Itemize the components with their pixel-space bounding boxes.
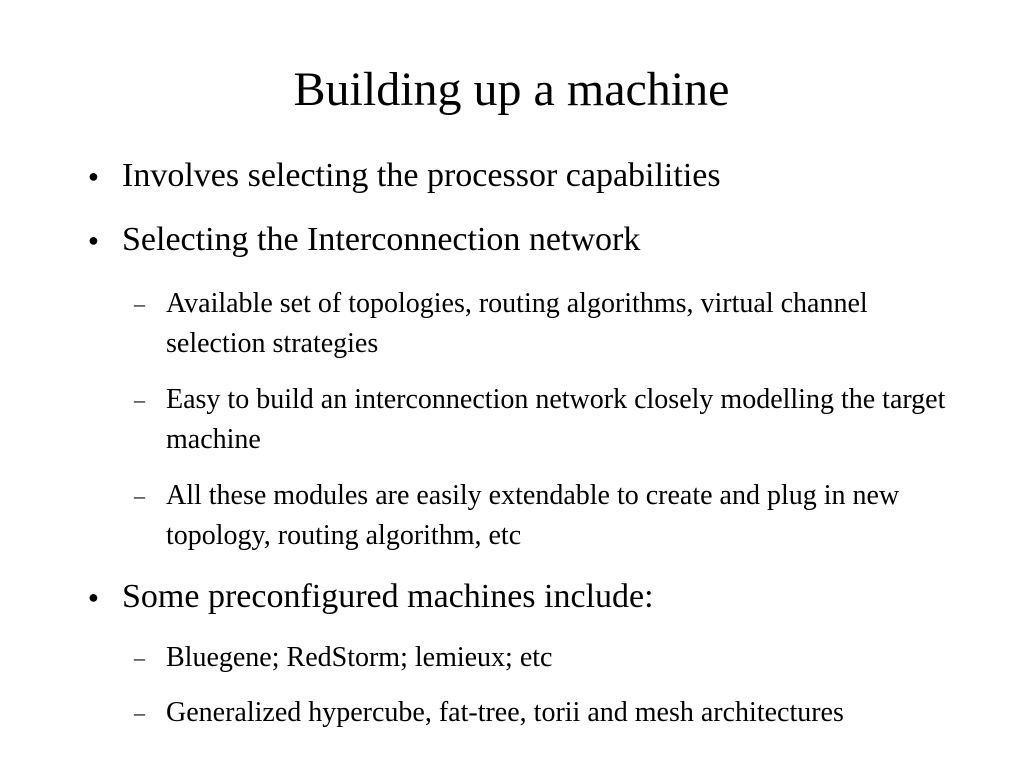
- bullet-dot-icon: ●: [88, 587, 99, 607]
- bullet-dot-icon: ●: [88, 230, 99, 250]
- sub-bullet-text: Easy to build an interconnection network…: [166, 384, 946, 455]
- dash-icon: –: [134, 483, 145, 508]
- sub-bullet-text: Available set of topologies, routing alg…: [166, 288, 868, 359]
- sub-bullet-text: All these modules are easily extendable …: [166, 480, 900, 551]
- bullet-text: Some preconfigured machines include:: [122, 578, 654, 615]
- dash-icon: –: [134, 645, 145, 670]
- sub-bullet-text: Bluegene; RedStorm; lemieux; etc: [166, 642, 553, 673]
- slide-title: Building up a machine: [293, 63, 730, 116]
- dash-icon: –: [134, 387, 145, 412]
- dash-icon: –: [134, 700, 145, 725]
- bullet-dot-icon: ●: [88, 166, 99, 186]
- dash-icon: –: [134, 291, 145, 316]
- sub-bullet-text: Generalized hypercube, fat-tree, torii a…: [166, 697, 844, 728]
- bullet-text: Selecting the Interconnection network: [122, 221, 641, 258]
- bullet-text: Involves selecting the processor capabil…: [122, 157, 721, 194]
